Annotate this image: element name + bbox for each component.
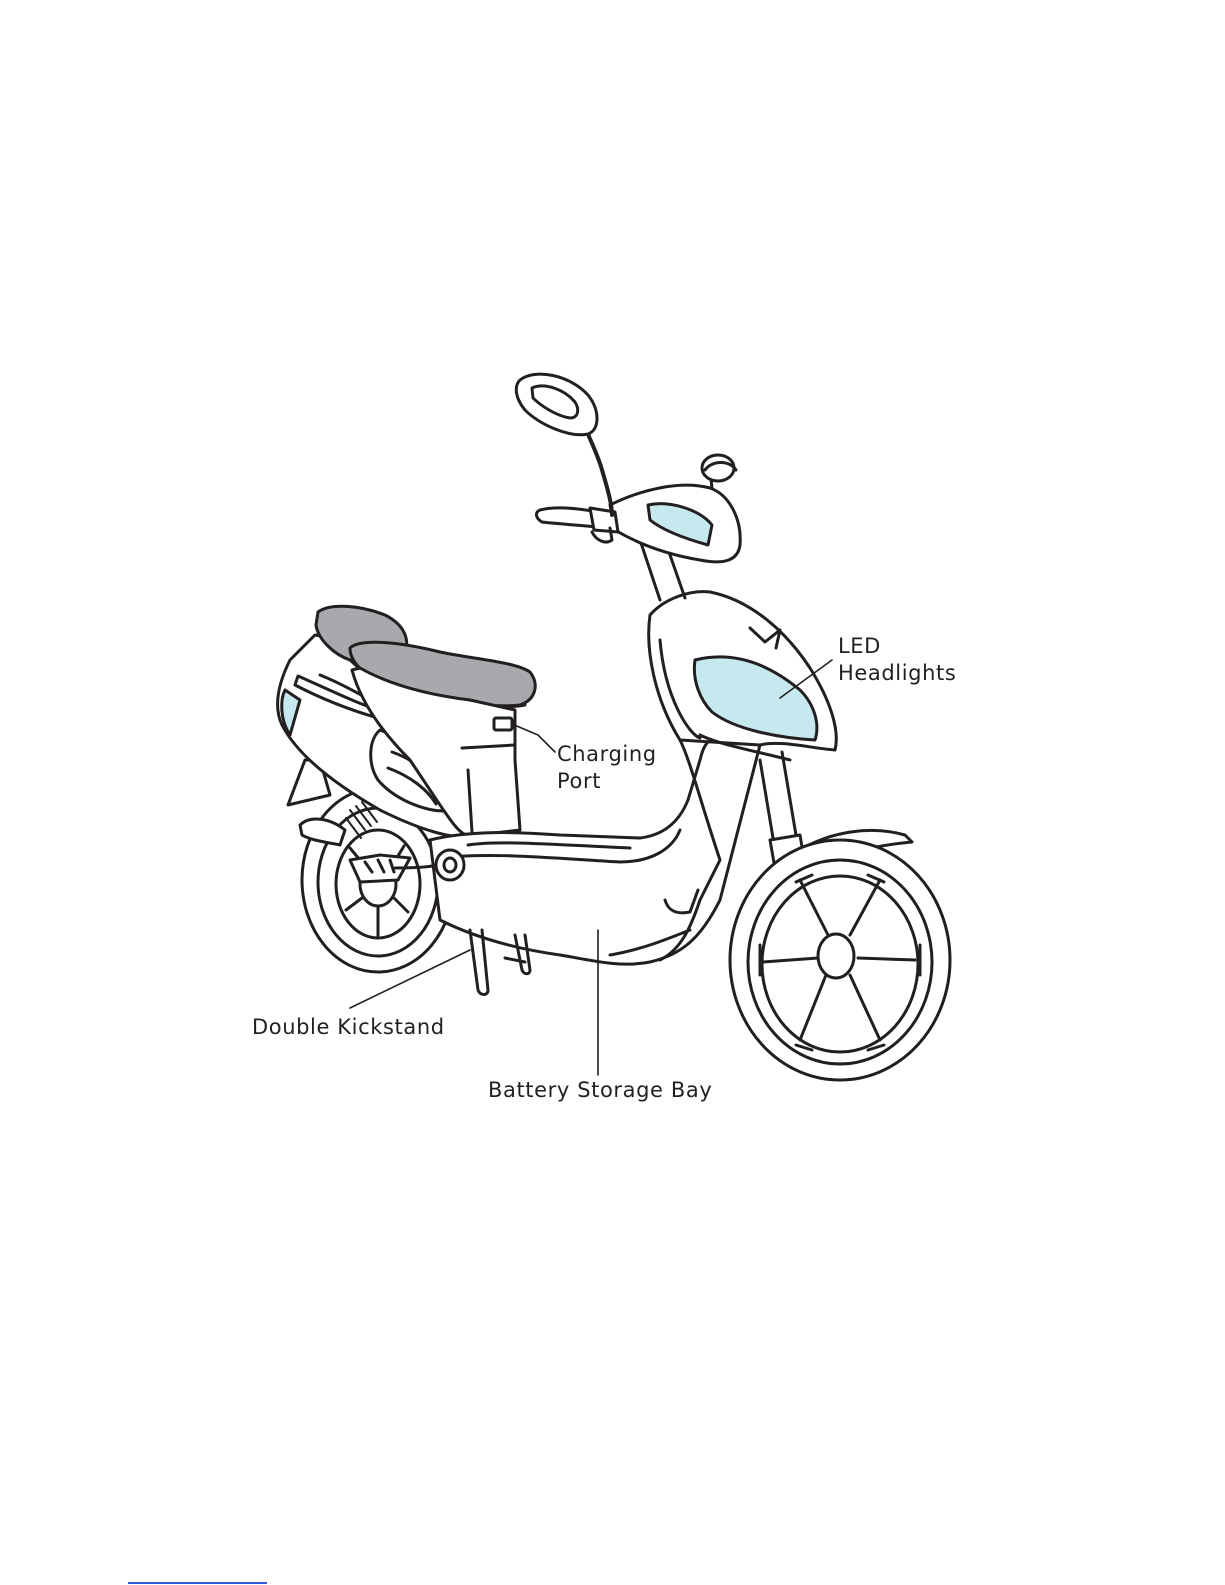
callout-battery-storage-bay: Battery Storage Bay [488,1077,712,1104]
callout-led-headlights-line1: LED [838,633,956,660]
callout-battery-storage-bay-label: Battery Storage Bay [488,1077,712,1104]
footer-rule [128,1582,267,1584]
charging-port [494,718,512,730]
callout-led-headlights-line2: Headlights [838,660,956,687]
leader-charging-port [512,724,555,752]
front-wheel [730,840,950,1080]
callout-led-headlights: LED Headlights [838,633,956,687]
steering [536,420,740,600]
left-mirror [516,374,597,435]
callout-charging-port: Charging Port [557,741,657,795]
right-mirror [702,455,736,481]
callout-charging-port-line1: Charging [557,741,657,768]
callout-double-kickstand: Double Kickstand [252,1014,445,1041]
callout-charging-port-line2: Port [557,768,657,795]
callout-double-kickstand-label: Double Kickstand [252,1014,445,1041]
